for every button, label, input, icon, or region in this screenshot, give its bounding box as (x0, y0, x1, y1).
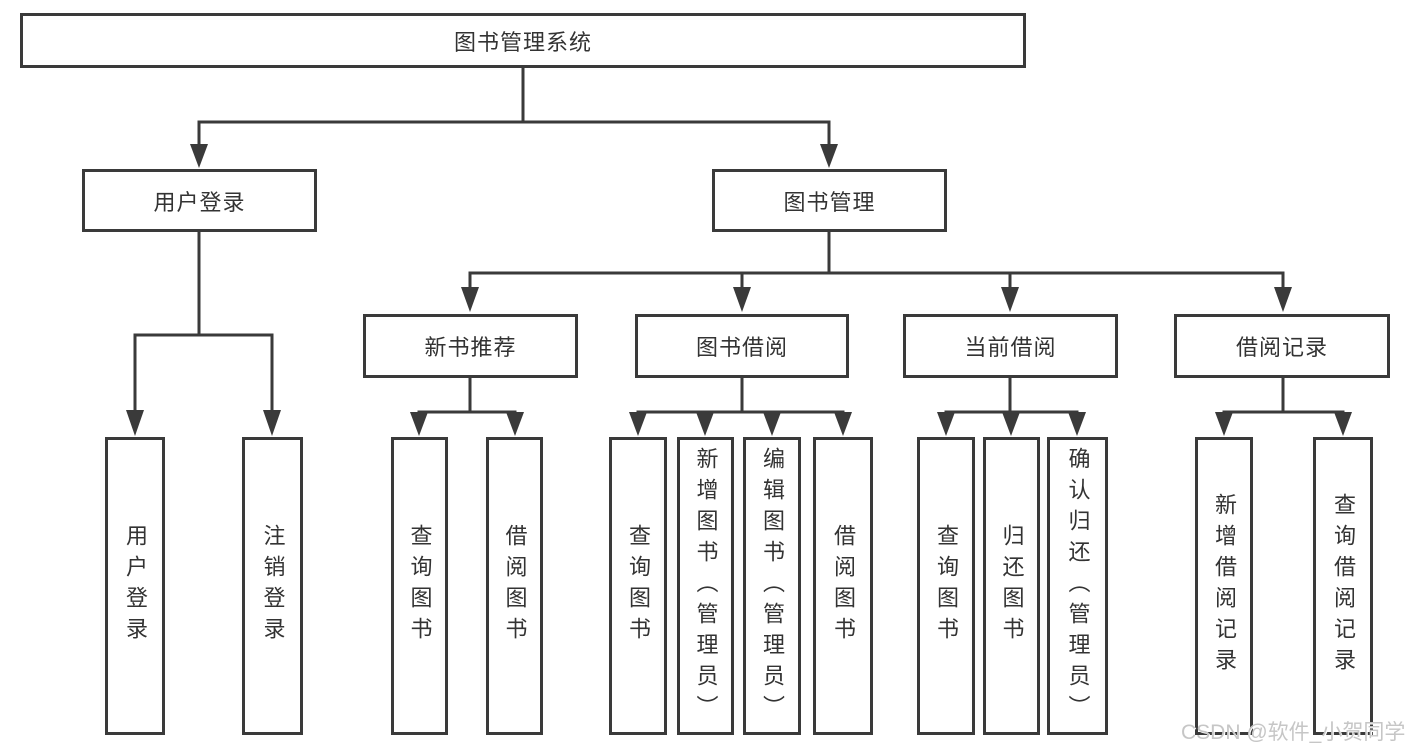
node-label: 注销登录 (260, 524, 286, 648)
leaf-edit-book-admin: 编辑图书（管理员） (743, 437, 801, 735)
node-label: 图书借阅 (695, 335, 788, 360)
node-label: 用户登录 (123, 524, 148, 648)
node-new-book-recommend: 新书推荐 (363, 314, 578, 378)
leaf-query-borrow-record: 查询借阅记录 (1313, 437, 1373, 735)
leaf-add-book-admin: 新增图书（管理员） (677, 437, 734, 735)
node-label: 新增借阅记录 (1212, 493, 1237, 679)
node-label: 新书推荐 (424, 335, 517, 360)
node-label: 借阅图书 (831, 524, 856, 648)
node-label: 查询图书 (407, 524, 433, 648)
watermark: CSDN @软件_小贺同学 (1181, 721, 1405, 744)
node-book-borrow: 图书借阅 (635, 314, 849, 378)
node-label: 图书管理系统 (453, 29, 592, 55)
node-library-management-system: 图书管理系统 (20, 13, 1026, 68)
node-label: 编辑图书（管理员） (760, 446, 785, 726)
leaf-confirm-return-admin: 确认归还（管理员） (1047, 437, 1108, 735)
node-label: 当前借阅 (964, 335, 1057, 360)
node-label: 确认归还（管理员） (1065, 446, 1091, 726)
node-label: 图书管理 (783, 189, 876, 215)
node-borrow-records: 借阅记录 (1174, 314, 1390, 378)
node-label: 新增图书（管理员） (693, 446, 719, 726)
node-label: 借阅图书 (502, 524, 528, 648)
node-label: 归还图书 (999, 524, 1025, 648)
node-book-management: 图书管理 (712, 169, 947, 232)
leaf-borrow-books-borrow: 借阅图书 (813, 437, 873, 735)
leaf-add-borrow-record: 新增借阅记录 (1195, 437, 1253, 735)
node-user-login: 用户登录 (82, 169, 317, 232)
leaf-borrow-books-recommend: 借阅图书 (486, 437, 543, 735)
leaf-query-books-current: 查询图书 (917, 437, 975, 735)
leaf-return-book: 归还图书 (983, 437, 1040, 735)
leaf-query-books-borrow: 查询图书 (609, 437, 667, 735)
node-label: 用户登录 (153, 189, 246, 215)
node-label: 查询借阅记录 (1331, 493, 1356, 679)
node-label: 查询图书 (626, 524, 651, 648)
leaf-logout: 注销登录 (242, 437, 303, 735)
node-label: 借阅记录 (1235, 335, 1328, 360)
node-current-borrow: 当前借阅 (903, 314, 1118, 378)
node-label: 查询图书 (934, 524, 959, 648)
leaf-query-books-recommend: 查询图书 (391, 437, 448, 735)
leaf-user-login: 用户登录 (105, 437, 165, 735)
